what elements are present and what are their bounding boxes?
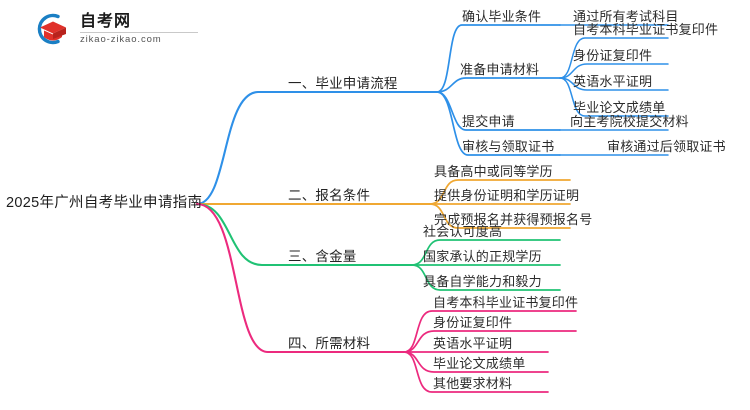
branch-1-child-3-leaf-1[interactable]: 向主考院校提交材料 [570,114,689,129]
branch-node-3[interactable]: 三、含金量 [288,249,357,264]
branch-1-child-4[interactable]: 审核与领取证书 [462,139,555,154]
branch-3-child-1[interactable]: 社会认可度高 [423,224,503,239]
branch-4-child-1[interactable]: 自考本科毕业证书复印件 [433,295,579,310]
branch-4-child-3[interactable]: 英语水平证明 [433,336,513,351]
branch-1-child-2[interactable]: 准备申请材料 [460,62,540,77]
logo-domain: zikao-zikao.com [80,34,162,45]
branch-node-1[interactable]: 一、毕业申请流程 [288,76,398,91]
branch-2-child-1[interactable]: 具备高中或同等学历 [434,164,553,179]
branch-1-child-2-leaf-3[interactable]: 英语水平证明 [573,74,653,89]
logo-divider [80,32,198,33]
branch-1-child-1-leaf-1[interactable]: 通过所有考试科目 [573,9,679,24]
site-logo: 自考网 zikao-zikao.com [28,11,198,47]
branch-1-child-2-leaf-1[interactable]: 自考本科毕业证书复印件 [573,22,719,37]
branch-1-child-4-leaf-1[interactable]: 审核通过后领取证书 [607,139,726,154]
logo-title: 自考网 [80,13,132,30]
branch-node-2[interactable]: 二、报名条件 [288,188,371,203]
branch-4-child-5[interactable]: 其他要求材料 [433,376,513,391]
graduation-cap-logo-icon [28,11,72,47]
branch-3-child-3[interactable]: 具备自学能力和毅力 [423,274,542,289]
branch-3-child-2[interactable]: 国家承认的正规学历 [423,249,542,264]
branch-4-child-4[interactable]: 毕业论文成绩单 [433,356,526,371]
branch-1-child-2-leaf-4[interactable]: 毕业论文成绩单 [573,100,666,115]
branch-2-child-3[interactable]: 完成预报名并获得预报名号 [434,212,593,227]
branch-1-child-3[interactable]: 提交申请 [462,114,515,129]
branch-1-child-1[interactable]: 确认毕业条件 [462,9,542,24]
branch-2-child-2[interactable]: 提供身份证明和学历证明 [434,188,580,203]
mindmap-root-node[interactable]: 2025年广州自考毕业申请指南 [6,195,203,211]
branch-node-4[interactable]: 四、所需材料 [288,336,371,351]
logo-text: 自考网 zikao-zikao.com [78,13,198,45]
branch-4-child-2[interactable]: 身份证复印件 [433,315,513,330]
branch-1-child-2-leaf-2[interactable]: 身份证复印件 [573,48,653,63]
